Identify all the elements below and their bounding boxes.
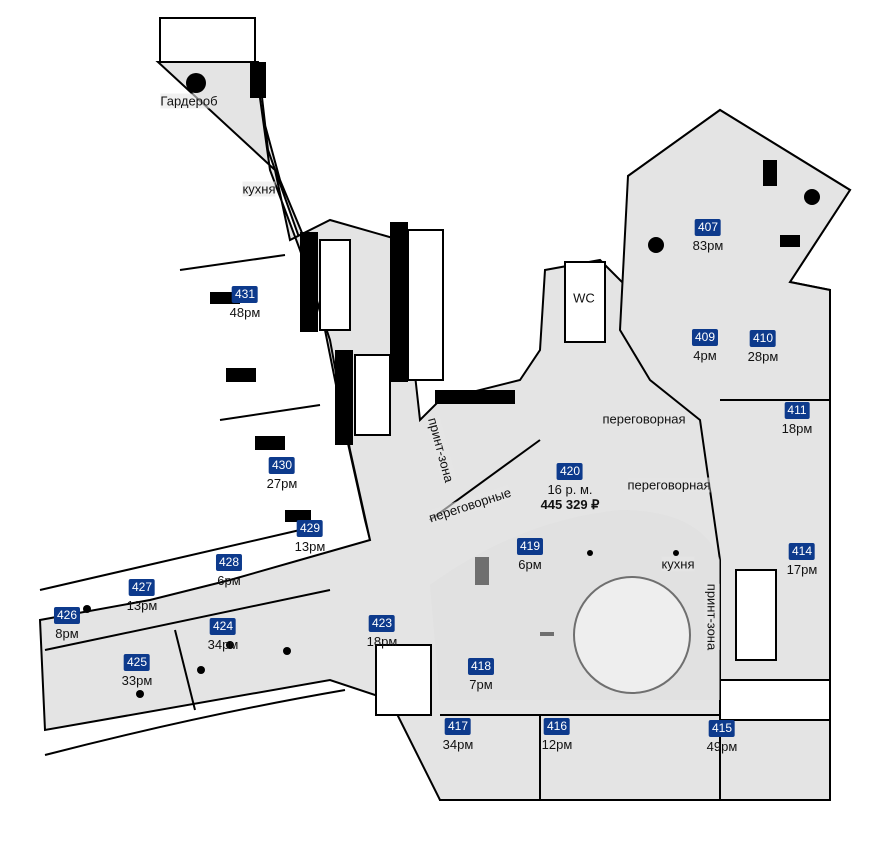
- room-capacity: 34рм: [207, 637, 239, 652]
- room-price: 445 329 ₽: [540, 497, 600, 512]
- kitchen-label-center: кухня: [661, 556, 695, 572]
- room-capacity: 34рм: [442, 737, 474, 752]
- room-number-badge: 417: [444, 718, 472, 735]
- room-423[interactable]: 423 18рм: [366, 615, 398, 649]
- wc-label: WC: [573, 290, 595, 306]
- room-number-badge: 427: [128, 579, 156, 596]
- room-capacity: 8рм: [55, 626, 79, 641]
- room-414[interactable]: 414 17рм: [786, 543, 818, 577]
- east-block: [618, 108, 852, 801]
- room-411[interactable]: 411 18рм: [781, 402, 813, 436]
- room-number-badge: 431: [231, 286, 259, 303]
- room-410[interactable]: 410 28рм: [747, 330, 779, 364]
- meeting-room-label-2[interactable]: переговорная: [627, 477, 711, 493]
- room-number-badge: 430: [268, 457, 296, 474]
- room-capacity: 49рм: [706, 739, 738, 754]
- kitchen-label-top: кухня: [242, 181, 276, 197]
- room-number-badge: 416: [543, 718, 571, 735]
- room-415[interactable]: 415 49рм: [706, 720, 738, 754]
- room-number-badge: 420: [556, 463, 584, 480]
- room-number-badge: 425: [123, 654, 151, 671]
- room-number-badge: 410: [749, 330, 777, 347]
- room-number-badge: 418: [467, 658, 495, 675]
- room-capacity: 7рм: [469, 677, 493, 692]
- room-capacity: 13рм: [294, 539, 326, 554]
- room-number-badge: 415: [708, 720, 736, 737]
- room-number-badge: 423: [368, 615, 396, 632]
- room-capacity: 17рм: [786, 562, 818, 577]
- wardrobe-label: Гардероб: [160, 93, 218, 109]
- room-416[interactable]: 416 12рм: [541, 718, 573, 752]
- room-number-badge: 429: [296, 520, 324, 537]
- room-capacity: 18рм: [366, 634, 398, 649]
- room-number-badge: 409: [691, 329, 719, 346]
- room-capacity: 16 р. м.: [547, 482, 593, 497]
- room-capacity: 27рм: [266, 476, 298, 491]
- room-number-badge: 419: [516, 538, 544, 555]
- room-number-badge: 414: [788, 543, 816, 560]
- north-cluster: [159, 17, 256, 63]
- room-number-badge: 426: [53, 607, 81, 624]
- meeting-room-label-1[interactable]: переговорная: [602, 411, 686, 427]
- room-417[interactable]: 417 34рм: [442, 718, 474, 752]
- room-capacity: 33рм: [121, 673, 153, 688]
- room-425[interactable]: 425 33рм: [121, 654, 153, 688]
- room-431[interactable]: 431 48рм: [229, 286, 261, 320]
- room-430[interactable]: 430 27рм: [266, 457, 298, 491]
- room-number-badge: 428: [215, 554, 243, 571]
- room-number-badge: 424: [209, 618, 237, 635]
- room-capacity: 4рм: [693, 348, 717, 363]
- room-424[interactable]: 424 34рм: [207, 618, 239, 652]
- room-427[interactable]: 427 13рм: [126, 579, 158, 613]
- room-number-badge: 407: [694, 219, 722, 236]
- room-capacity: 48рм: [229, 305, 261, 320]
- print-zone-label-2: принт-зона: [704, 583, 720, 651]
- room-capacity: 83рм: [692, 238, 724, 253]
- room-capacity: 13рм: [126, 598, 158, 613]
- room-capacity: 18рм: [781, 421, 813, 436]
- room-capacity: 6рм: [518, 557, 542, 572]
- room-429[interactable]: 429 13рм: [294, 520, 326, 554]
- room-number-badge: 411: [784, 402, 810, 419]
- room-capacity: 12рм: [541, 737, 573, 752]
- room-420[interactable]: 420 16 р. м.445 329 ₽: [540, 463, 600, 513]
- room-capacity: 6рм: [217, 573, 241, 588]
- room-capacity: 28рм: [747, 349, 779, 364]
- room-407[interactable]: 407 83рм: [692, 219, 724, 253]
